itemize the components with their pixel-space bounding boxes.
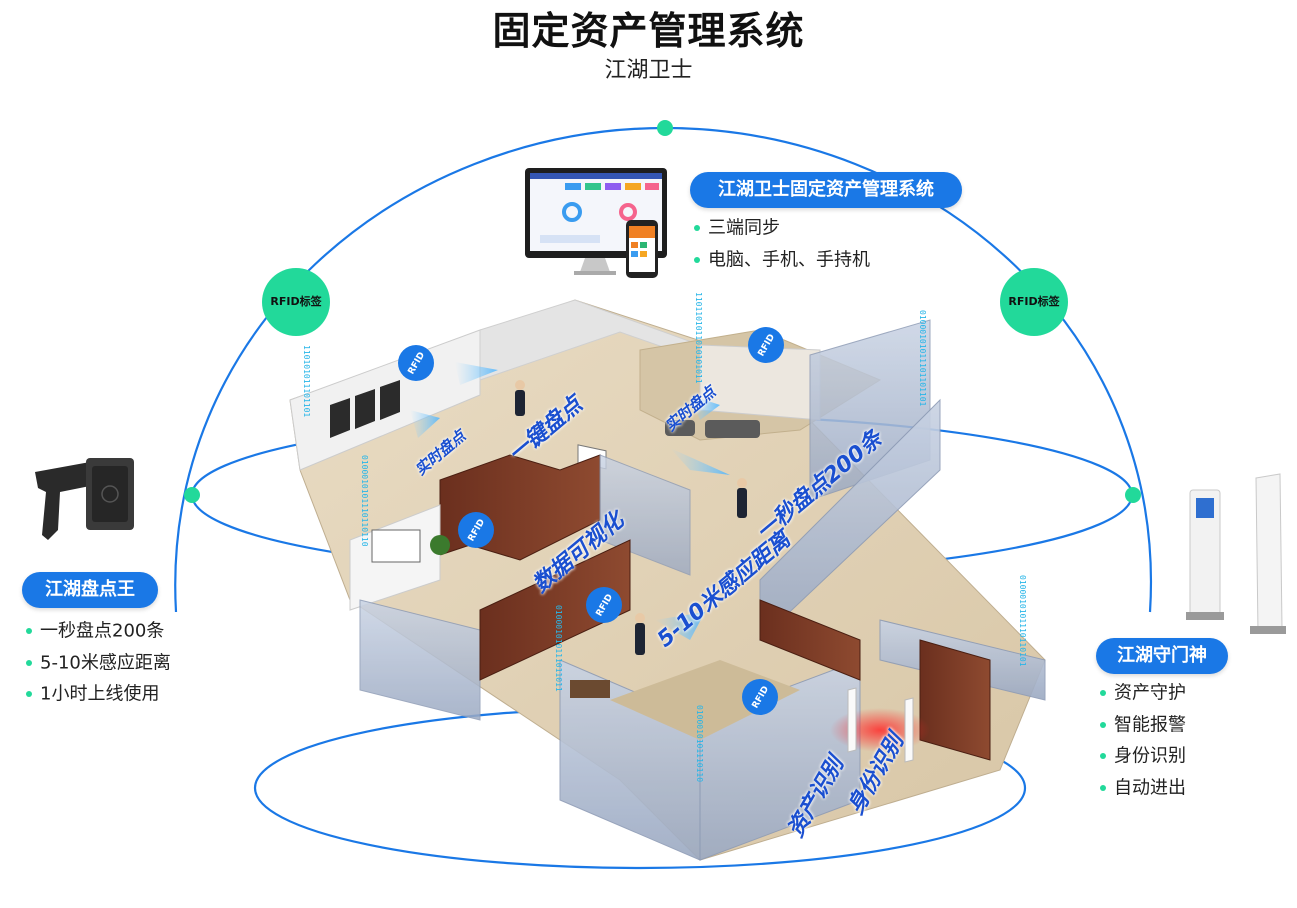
lower-wood-wall-2 [759,599,861,681]
potted-plant [430,535,450,555]
handheld-feature-item: 5-10米感应距离 [26,647,171,679]
rfid-tag-marker [458,512,494,548]
handheld-feature-list: 一秒盘点200条 5-10米感应距离 1小时上线使用 [26,615,171,710]
gate-pillar-2 [904,697,914,763]
monitor-dashboard-icon [525,168,667,275]
rfid-beam-5 [655,612,705,640]
gate-feature-item: 身份识别 [1100,740,1186,772]
lounge-sofa-2 [665,420,695,436]
page-subtitle: 江湖卫士 [604,58,693,83]
page-title: 固定资产管理系统 [492,9,805,53]
rfid-beam-2 [410,410,440,438]
server-racks [330,380,400,438]
binary-stream: 1101101011010101011 [694,292,703,384]
binary-stream: 01000101011101101101 [918,310,927,407]
handheld-panel-label: 江湖盘点王 [22,572,158,608]
lounge-sofa [705,420,760,438]
binary-stream: 010001010111011011 [554,605,563,692]
gate-feature-item: 智能报警 [1100,709,1186,741]
gate-feature-item: 自动进出 [1100,772,1186,804]
handheld-feature-item: 1小时上线使用 [26,678,171,710]
staff-figure-1 [515,380,525,416]
binary-stream: 0100010101110110 [695,705,704,783]
rfid-tag-markers [398,327,784,715]
phone-app-icon [626,220,658,278]
network-node-top [657,120,673,136]
coffee-table [570,680,610,698]
gate-feature-item: 资产守护 [1100,677,1186,709]
lower-desk-room-floor [610,660,800,740]
right-wood-wall [919,639,991,761]
binary-stream: 110101011101101 [302,345,311,418]
system-panel-label: 江湖卫士固定资产管理系统 [690,172,962,208]
rfid-beam-4 [670,448,730,475]
binary-stream: 0100010101110110110 [360,455,369,547]
gate-panel-label: 江湖守门神 [1096,638,1228,674]
rfid-tag-marker [748,327,784,363]
network-node-left [184,487,200,503]
meeting-screen [371,529,421,563]
rfid-badge-left: RFID标签 [262,268,330,336]
rfid-tag-marker [398,345,434,381]
rfid-gate-icon [1186,473,1286,634]
rfid-handheld-reader-icon [35,458,134,540]
rfid-badge-right: RFID标签 [1000,268,1068,336]
system-feature-item: 三端同步 [694,212,870,244]
rfid-tag-marker [586,587,622,623]
handheld-feature-item: 一秒盘点200条 [26,615,171,647]
rfid-beam-1 [455,362,498,385]
rfid-tag-marker [742,679,778,715]
staff-figure-2 [737,478,747,518]
gate-feature-list: 资产守护 智能报警 身份识别 自动进出 [1100,677,1186,803]
system-feature-list: 三端同步 电脑、手机、手持机 [694,212,870,275]
gate-pillar-1 [847,687,857,753]
network-node-right [1125,487,1141,503]
binary-stream: 0100010101110110101 [1018,575,1027,667]
rfid-beam-3 [690,395,720,420]
system-feature-item: 电脑、手机、手持机 [694,244,870,276]
office-floorplan [289,299,1046,861]
lower-left-glass-wall [359,599,481,721]
staff-figure-3 [635,613,645,655]
lower-wood-wall [479,539,631,681]
